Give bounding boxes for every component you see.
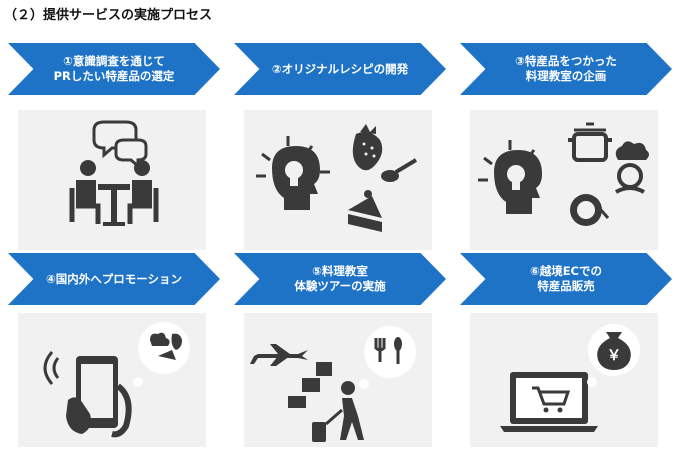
step-5-arrow: ⑤料理教室 体験ツアーの実施 (234, 253, 446, 305)
step-4-arrow: ④国内外へプロモーション (8, 253, 220, 305)
yen-symbol: ￥ (607, 348, 621, 364)
airline-seats-icon (288, 362, 332, 408)
chef-icon (615, 141, 649, 194)
step-4-panel (18, 313, 206, 447)
step-1-panel (18, 110, 206, 250)
airplane-icon (250, 344, 308, 366)
step-4-label-line1: ④国内外へプロモーション (45, 271, 182, 286)
recipe-idea-icon (256, 124, 418, 232)
step-1-arrow: ①意識調査を通じて PRしたい特産品の選定 (8, 43, 220, 95)
fork-spoon-bubble-icon (359, 326, 416, 389)
cake-icon (348, 190, 382, 232)
step-6-label-line2: 特産品販売 (537, 279, 595, 293)
cooking-class-icon (478, 122, 649, 226)
step-2-panel (244, 110, 432, 250)
step-5-panel (244, 313, 432, 447)
step-1-label-line1: ①意識調査を通じて (63, 54, 165, 68)
page-title: （２）提供サービスの実施プロセス (4, 8, 213, 23)
laptop-icon (500, 372, 598, 432)
step-6-panel: ￥ (470, 313, 658, 447)
step-1-label-line2: PRしたい特産品の選定 (53, 69, 175, 83)
step-5-label-line1: ⑤料理教室 (312, 264, 368, 278)
idea-head-icon (256, 136, 330, 210)
step-3-label-line2: 料理教室の企画 (525, 69, 607, 83)
travel-tour-icon (250, 326, 416, 442)
strawberry-icon (352, 124, 383, 171)
step-2-label-line1: ②オリジナルレシピの開発 (271, 61, 409, 76)
shopping-cart-icon (532, 386, 571, 413)
thought-bubble-icon (133, 322, 190, 387)
pot-icon (568, 122, 612, 162)
step-6-label-line1: ⑥越境ECでの (529, 264, 603, 278)
step-3-label-line1: ③特産品をつかった (515, 54, 617, 68)
step-6-arrow: ⑥越境ECでの 特産品販売 (460, 253, 672, 305)
ec-sales-icon: ￥ (500, 324, 640, 432)
plate-icon (570, 194, 610, 226)
spoon-icon (381, 158, 418, 182)
step-3-arrow: ③特産品をつかった 料理教室の企画 (460, 43, 672, 95)
step-2-arrow: ②オリジナルレシピの開発 (234, 43, 446, 95)
idea-head-icon (478, 140, 542, 214)
money-bag-bubble-icon: ￥ (587, 324, 640, 387)
smartphone-icon (66, 356, 132, 438)
smartphone-promotion-icon (43, 322, 190, 438)
step-5-label-line2: 体験ツアーの実施 (294, 279, 386, 293)
traveler-icon (312, 381, 364, 442)
meeting-icon (69, 120, 159, 226)
step-3-panel (470, 110, 658, 250)
